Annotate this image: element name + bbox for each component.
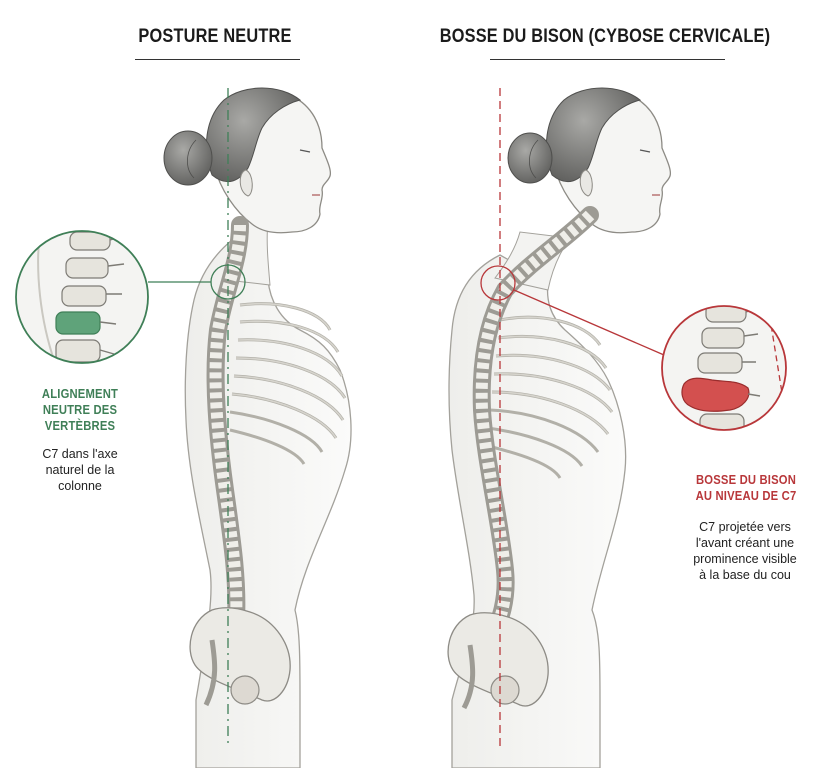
left-callout-heading: ALIGNEMENT NEUTRE DES VERTÈBRES: [26, 386, 134, 434]
left-figure: [15, 87, 352, 768]
left-callout-heading-line: NEUTRE DES: [42, 403, 118, 417]
right-callout-heading-line: BOSSE DU BISON: [695, 473, 797, 487]
right-callout-text-line: prominence visible: [693, 552, 797, 566]
right-c7-marker: [480, 265, 516, 301]
left-callout-text-line: naturel de la: [45, 463, 115, 477]
right-panel-title: BOSSE DU BISON (CYBOSE CERVICALE): [439, 26, 771, 47]
left-callout-heading-line: VERTÈBRES: [44, 419, 116, 433]
right-callout-text: C7 projetée vers l'avant créant une prom…: [670, 519, 820, 583]
left-callout-heading-line: ALIGNEMENT: [41, 387, 119, 401]
right-magnifier-circle: [661, 305, 787, 431]
right-callout-text-line: C7 projetée vers: [699, 520, 791, 534]
left-ear: [239, 169, 253, 197]
left-hair: [205, 87, 302, 183]
left-hair-bun: [163, 130, 213, 186]
right-hair: [545, 87, 642, 183]
left-callout-text: C7 dans l'axe naturel de la colonne: [20, 446, 140, 494]
right-figure: [447, 87, 787, 768]
left-callout-text-line: colonne: [58, 479, 102, 493]
left-highlighted-vertebra: [55, 311, 101, 335]
right-callout-text-line: l'avant créant une: [695, 536, 795, 550]
left-title-underline: [135, 59, 300, 60]
left-magnifier-circle: [15, 230, 149, 364]
right-title-underline: [490, 59, 725, 60]
right-callout-heading: BOSSE DU BISON AU NIVEAU DE C7: [683, 472, 809, 504]
right-callout-heading-line: AU NIVEAU DE C7: [695, 489, 797, 503]
left-callout-text-line: C7 dans l'axe: [42, 447, 118, 461]
left-panel-title: POSTURE NEUTRE: [138, 26, 292, 47]
right-hair-bun: [507, 132, 553, 184]
right-highlighted-vertebra: [681, 377, 750, 412]
right-ear: [579, 169, 593, 197]
right-callout-text-line: à la base du cou: [699, 568, 791, 582]
